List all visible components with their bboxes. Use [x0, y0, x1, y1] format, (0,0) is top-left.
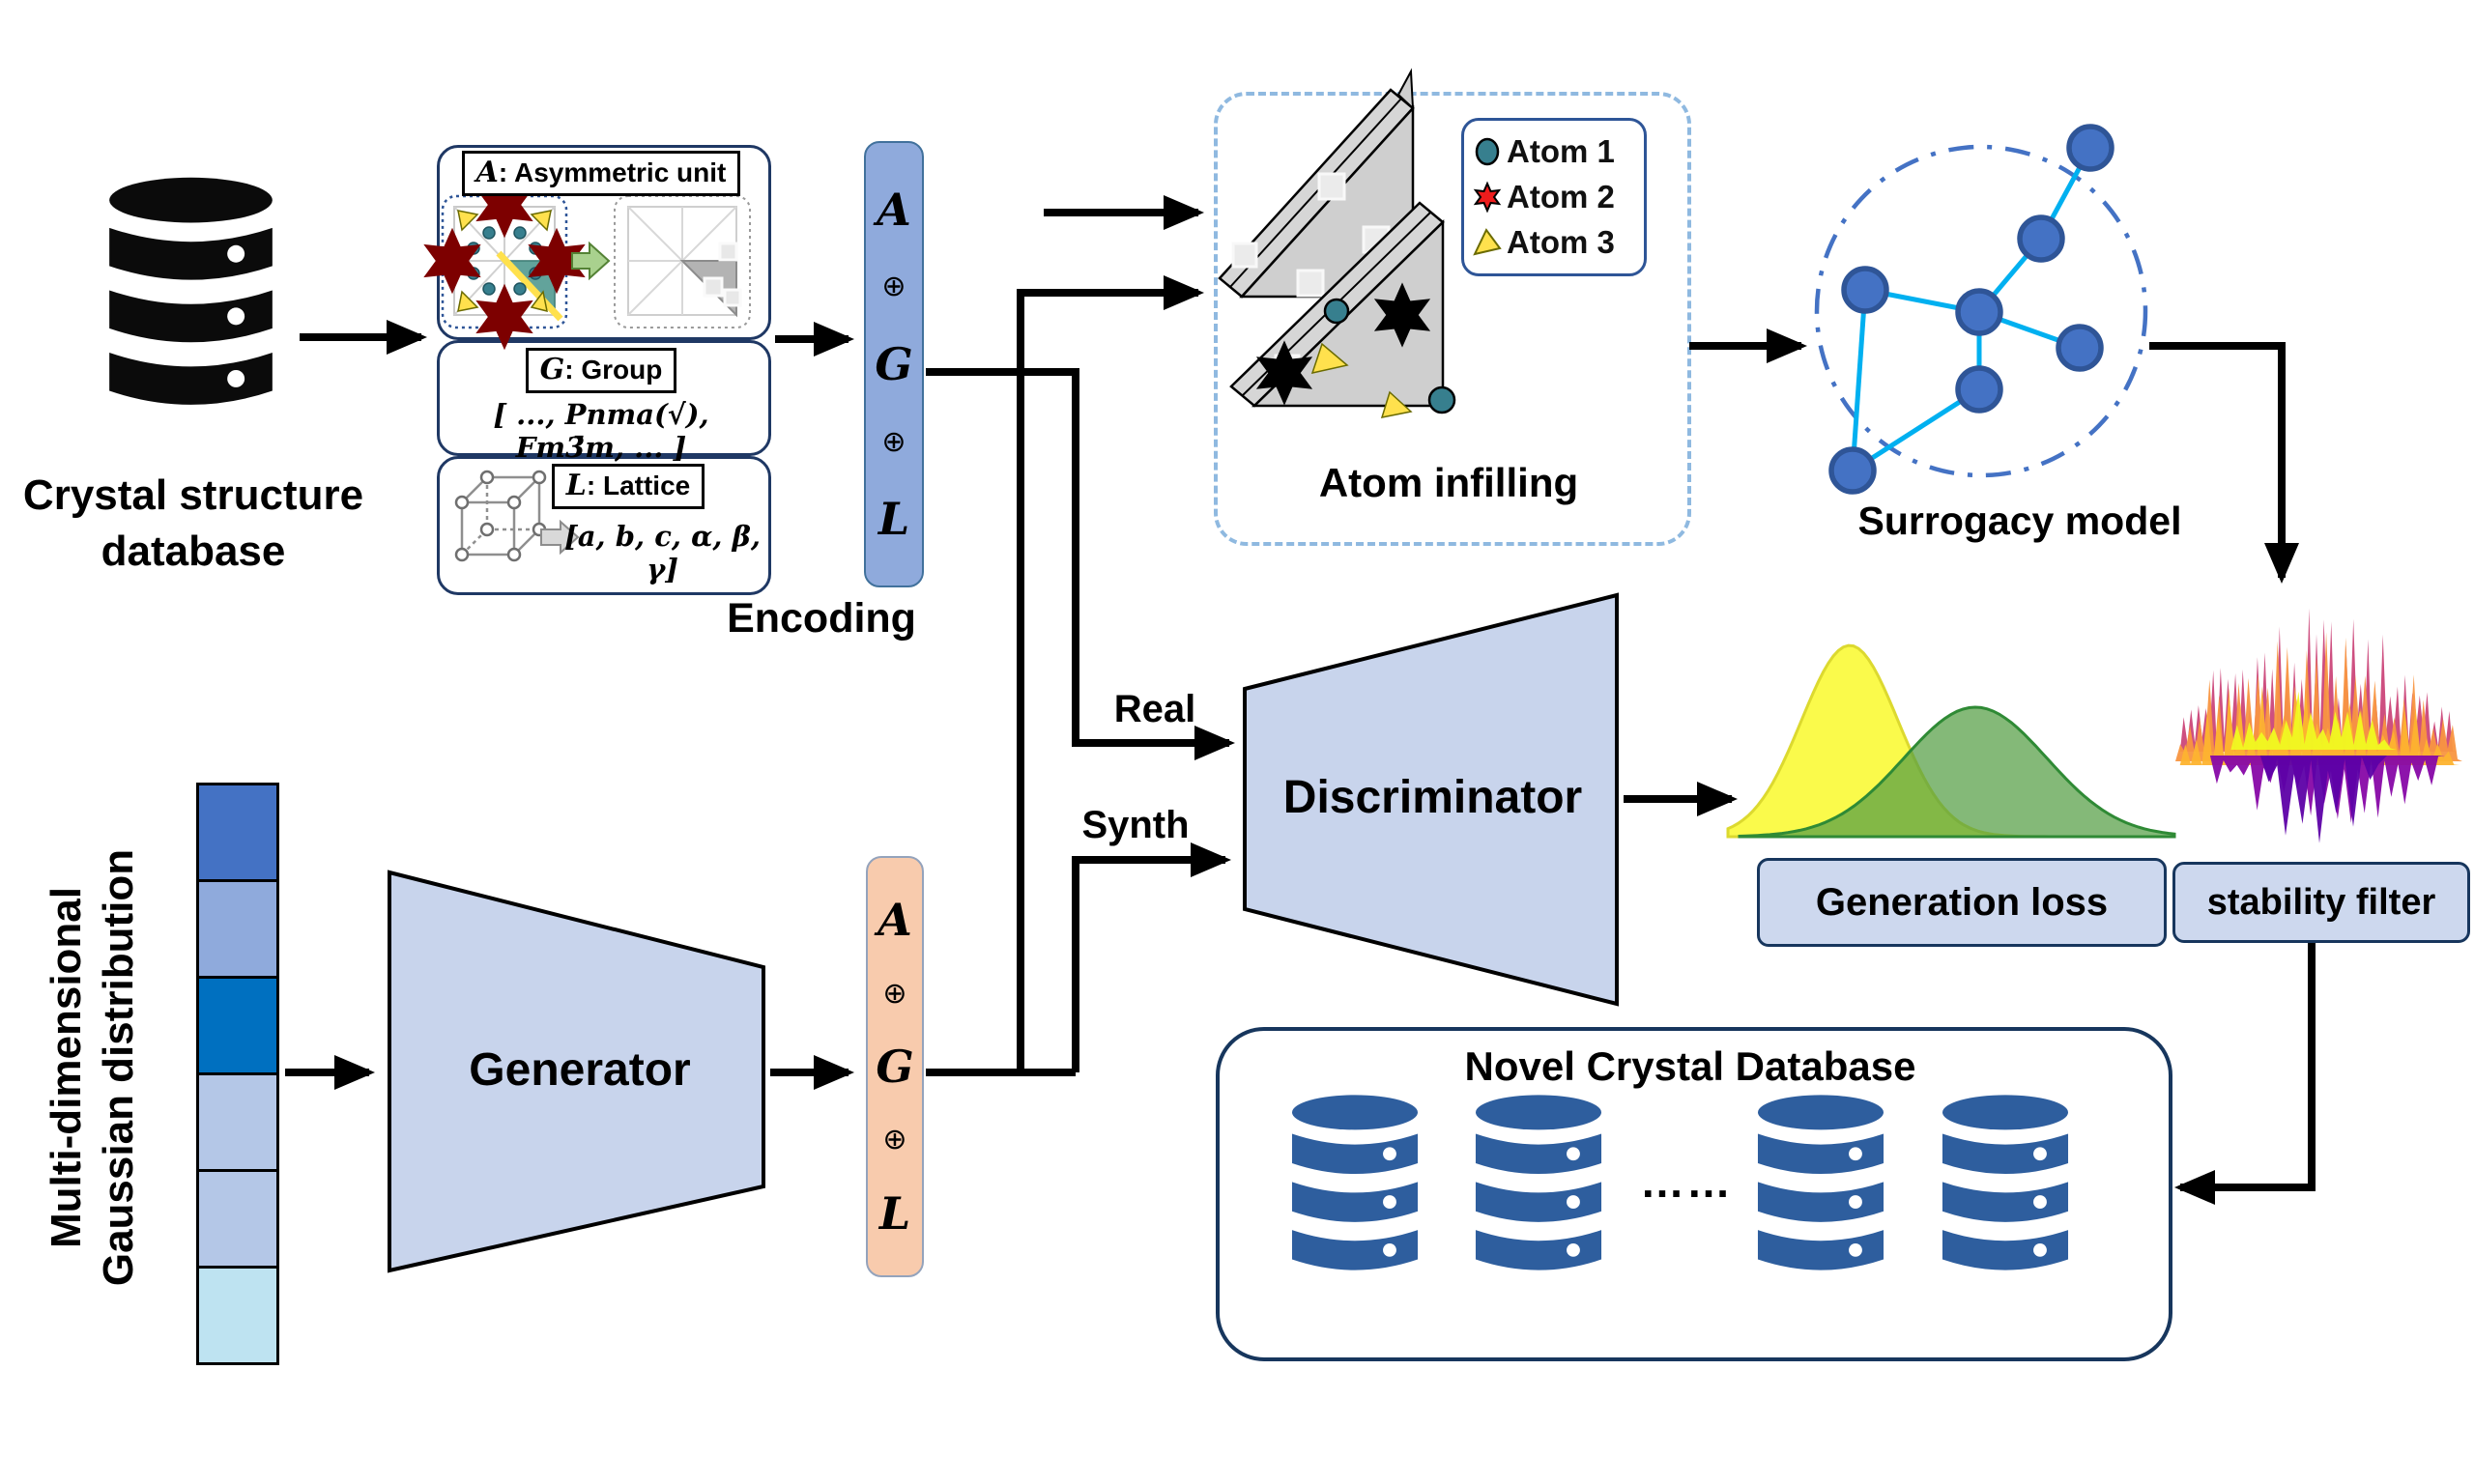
bar-g: G: [875, 337, 913, 390]
asym-title-text: : Asymmetric unit: [498, 157, 727, 187]
oplus-icon: ⊕: [882, 1123, 907, 1157]
bar-g: G: [876, 1040, 914, 1093]
atom1-icon: [1475, 137, 1500, 166]
asym-letter: A: [475, 156, 499, 189]
gaussian-cell: [196, 976, 279, 1075]
crystal-prisms: [1218, 68, 1456, 418]
gaussian-label-line1: Multi-dimensional: [43, 887, 90, 1248]
lattice-formula: [a, b, c, α, β, γ]: [564, 520, 761, 585]
gaussian-cell: [196, 1072, 279, 1172]
atom2-icon: [1473, 181, 1502, 214]
atom-legend: Atom 1 Atom 2 Atom 3: [1461, 118, 1647, 276]
atom1-icon: [1323, 298, 1350, 325]
gray-arrow-icon: [540, 519, 580, 556]
legend-label: Atom 2: [1507, 179, 1615, 214]
bar-l: L: [878, 1186, 911, 1240]
atom2-icon: [1390, 300, 1415, 329]
gaussian-label-line2: Gaussian distribution: [95, 848, 142, 1287]
group-title-text: : Group: [564, 355, 663, 385]
atom3-triangles: [457, 210, 552, 313]
atom3-icon: [1310, 342, 1349, 375]
lattice-title-text: : Lattice: [586, 471, 691, 500]
lattice-letter: L: [565, 469, 587, 502]
discriminator-label: Discriminator: [1282, 772, 1583, 823]
crystal-database-icon: [109, 177, 273, 405]
real-label: Real: [1113, 688, 1196, 730]
legend-row-atom3: Atom 3: [1470, 224, 1638, 261]
legend-label: Atom 1: [1507, 133, 1615, 169]
asym-title: A: Asymmetric unit: [437, 151, 765, 196]
oplus-icon: ⊕: [882, 976, 907, 1011]
gaussian-cell: [196, 879, 279, 979]
real-encoding-bar: A ⊕ G ⊕ L: [864, 141, 924, 587]
synth-label: Synth: [1081, 804, 1190, 846]
surrogacy-circle: [1814, 144, 2148, 478]
surrogacy-label: Surrogacy model: [1857, 499, 2182, 543]
asymmetric-unit-diagram: [443, 193, 751, 328]
loss-distribution-curves: [1726, 643, 2176, 839]
legend-row-atom2: Atom 2: [1470, 179, 1638, 215]
stability-filter-label: stability filter: [2206, 881, 2436, 923]
lattice-title: L: Lattice: [464, 464, 792, 509]
atom3-icon: [1473, 228, 1502, 256]
atom2-icon: [1272, 358, 1297, 387]
legend-row-atom1: Atom 1: [1470, 133, 1638, 170]
surrogacy-graph: [1828, 124, 2114, 495]
bar-a: A: [877, 894, 912, 947]
generation-loss-box: Generation loss: [1757, 858, 2167, 947]
synth-encoding-bar: A ⊕ G ⊕ L: [866, 856, 924, 1277]
group-title: G: Group: [437, 348, 765, 393]
group-letter: G: [539, 353, 565, 386]
generation-loss-label: Generation loss: [1815, 880, 2109, 924]
stability-filter-box: stability filter: [2172, 862, 2470, 943]
oplus-icon: ⊕: [881, 270, 906, 304]
legend-label: Atom 3: [1507, 224, 1615, 260]
group-formula: [ ..., Pnma(√), Fm3̄m, ... ]: [493, 398, 709, 464]
atom-infilling-label: Atom infilling: [1318, 460, 1579, 505]
bar-a: A: [877, 183, 911, 236]
atom3-icon: [1380, 390, 1413, 418]
crystal-db-label-line1: Crystal structure: [22, 471, 364, 519]
energy-surface: [2171, 608, 2462, 843]
encoding-label: Encoding: [727, 595, 916, 642]
gaussian-cell: [196, 1169, 279, 1269]
bar-l: L: [877, 493, 910, 546]
crystal-db-label-line2: database: [101, 528, 286, 575]
generator-shape: [388, 870, 765, 1273]
crystal-db-label: Crystal structure database: [19, 468, 367, 580]
gaussian-cell: [196, 783, 279, 882]
green-arrow-icon: [571, 241, 611, 281]
ncd-ellipsis: ……: [1640, 1156, 1733, 1207]
gaussian-cell: [196, 1266, 279, 1365]
oplus-icon: ⊕: [881, 424, 906, 459]
atom1-icon: [1427, 385, 1456, 414]
ncd-title: Novel Crystal Database: [1464, 1043, 1916, 1089]
gaussian-label: Multi-dimensional Gaussian distribution: [41, 758, 149, 1377]
flow-arrows: [285, 195, 2316, 1205]
generator-label: Generator: [469, 1044, 691, 1096]
discriminator-shape: [1243, 592, 1619, 1007]
